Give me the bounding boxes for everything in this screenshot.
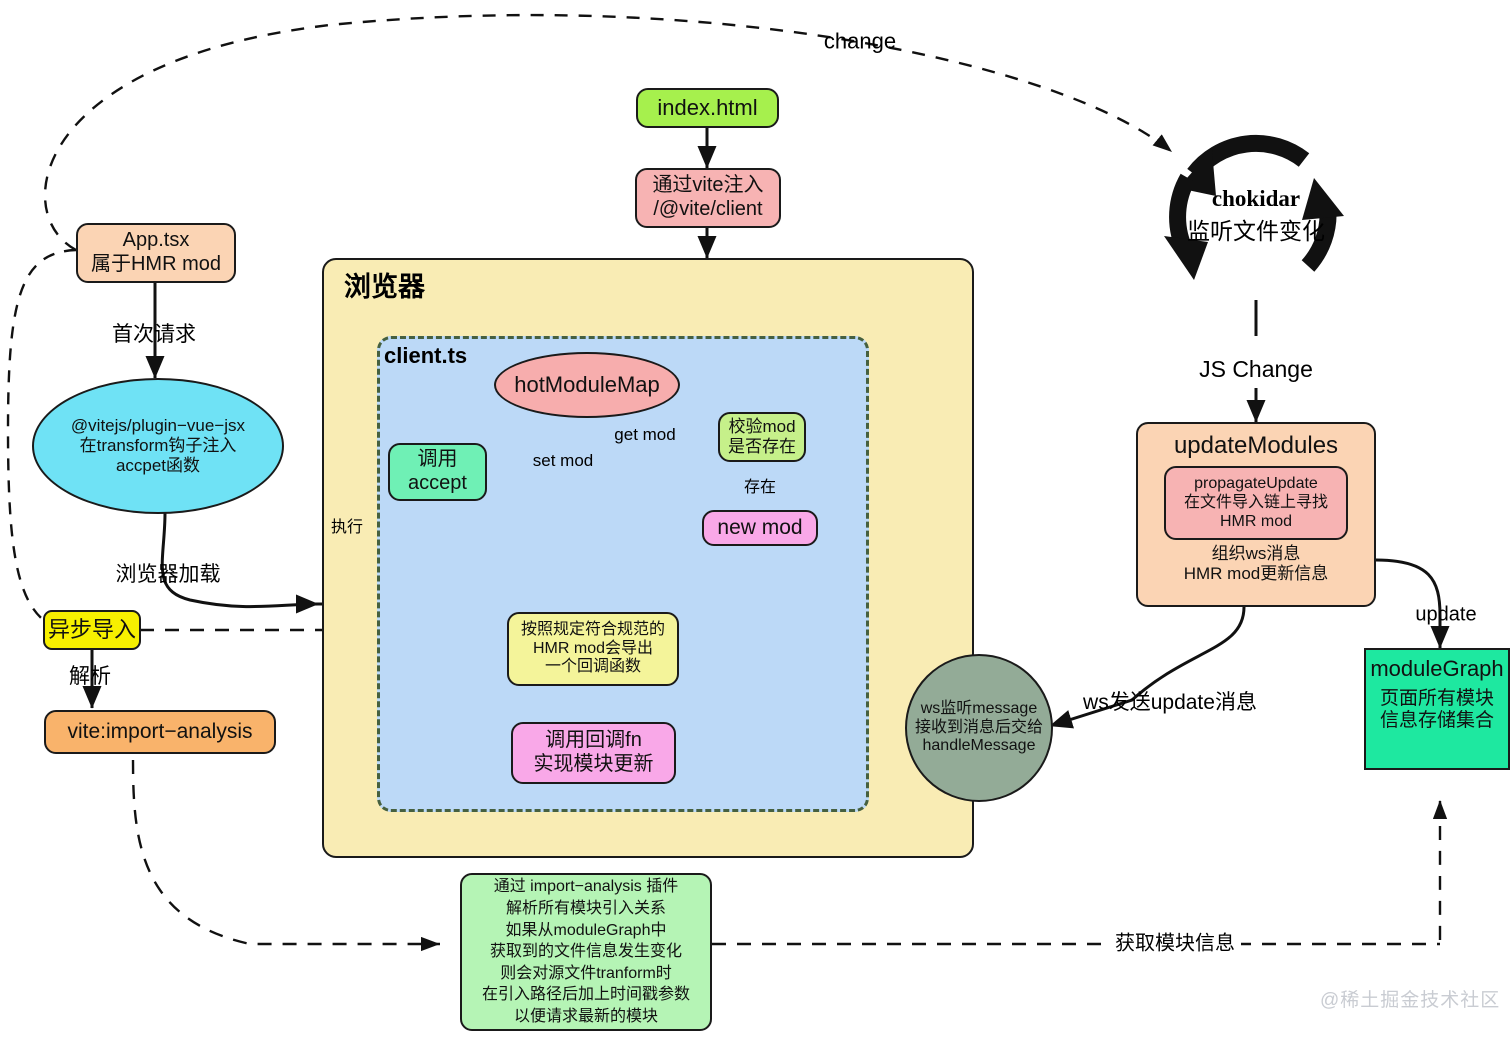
label-exists: 存在: [743, 478, 777, 496]
chokidar-title: chokidar: [1211, 185, 1301, 211]
node-module-graph[interactable]: moduleGraph 页面所有模块 信息存储集合: [1364, 648, 1510, 770]
label-update: update: [1415, 603, 1477, 626]
edge-ws-send-update: [1049, 606, 1246, 729]
edge-left-loop: [6, 248, 77, 633]
edge-update-to-modulegraph: [1375, 558, 1450, 649]
node-ws-listen[interactable]: ws监听message 接收到消息后交给 handleMessage: [905, 654, 1053, 802]
edge-change: [43, 13, 1173, 252]
client-ts-label: client.ts: [384, 343, 468, 368]
label-first-request: 首次请求: [112, 322, 196, 346]
node-hmr-export[interactable]: 按照规定符合规范的 HMR mod会导出 一个回调函数: [507, 612, 679, 686]
label-get-mod: get mod: [614, 425, 676, 445]
label-change: change: [823, 28, 897, 54]
label-parse: 解析: [69, 664, 111, 688]
node-call-callback[interactable]: 调用回调fn 实现模块更新: [511, 722, 676, 784]
node-vite-inject[interactable]: 通过vite注入 /@vite/client: [635, 168, 781, 228]
node-plugin-vue-jsx[interactable]: @vitejs/plugin−vue−jsx 在transform钩子注入 ac…: [32, 378, 284, 514]
node-async-import[interactable]: 异步导入: [43, 610, 141, 650]
label-get-module-info: 获取模块信息: [1109, 932, 1241, 956]
node-call-accept[interactable]: 调用 accept: [388, 443, 487, 501]
node-new-mod[interactable]: new mod: [702, 510, 818, 546]
label-ws-send-update: ws发送update消息: [1083, 690, 1257, 714]
chokidar-subtitle: 监听文件变化: [1187, 217, 1325, 244]
module-graph-title: moduleGraph: [1370, 656, 1504, 681]
node-check-mod[interactable]: 校验mod 是否存在: [718, 412, 806, 462]
label-execute: 执行: [330, 518, 364, 536]
watermark: @稀土掘金技术社区: [1320, 990, 1501, 1011]
node-index-html[interactable]: index.html: [636, 88, 779, 128]
edge-browser-load: [160, 512, 319, 614]
update-modules-footer: 组织ws消息 HMR mod更新信息: [1183, 544, 1329, 584]
edge-analysis-to-note: [131, 759, 440, 952]
node-import-analysis[interactable]: vite:import−analysis: [44, 710, 276, 754]
node-propagate-update[interactable]: propagateUpdate 在文件导入链上寻找 HMR mod: [1164, 466, 1348, 541]
update-modules-title: updateModules: [1173, 432, 1339, 459]
label-js-change: JS Change: [1199, 355, 1313, 382]
module-graph-subtitle: 页面所有模块 信息存储集合: [1379, 687, 1494, 732]
node-app-tsx[interactable]: App.tsx 属于HMR mod: [76, 223, 236, 283]
browser-container-label: 浏览器: [344, 272, 425, 302]
node-import-analysis-note[interactable]: 通过 import−analysis 插件 解析所有模块引入关系 如果从modu…: [460, 873, 712, 1031]
label-set-mod: set mod: [532, 451, 594, 471]
label-browser-load: 浏览器加载: [115, 562, 221, 586]
node-hot-module-map[interactable]: hotModuleMap: [494, 352, 680, 418]
node-update-modules[interactable]: updateModules propagateUpdate 在文件导入链上寻找 …: [1136, 422, 1376, 607]
